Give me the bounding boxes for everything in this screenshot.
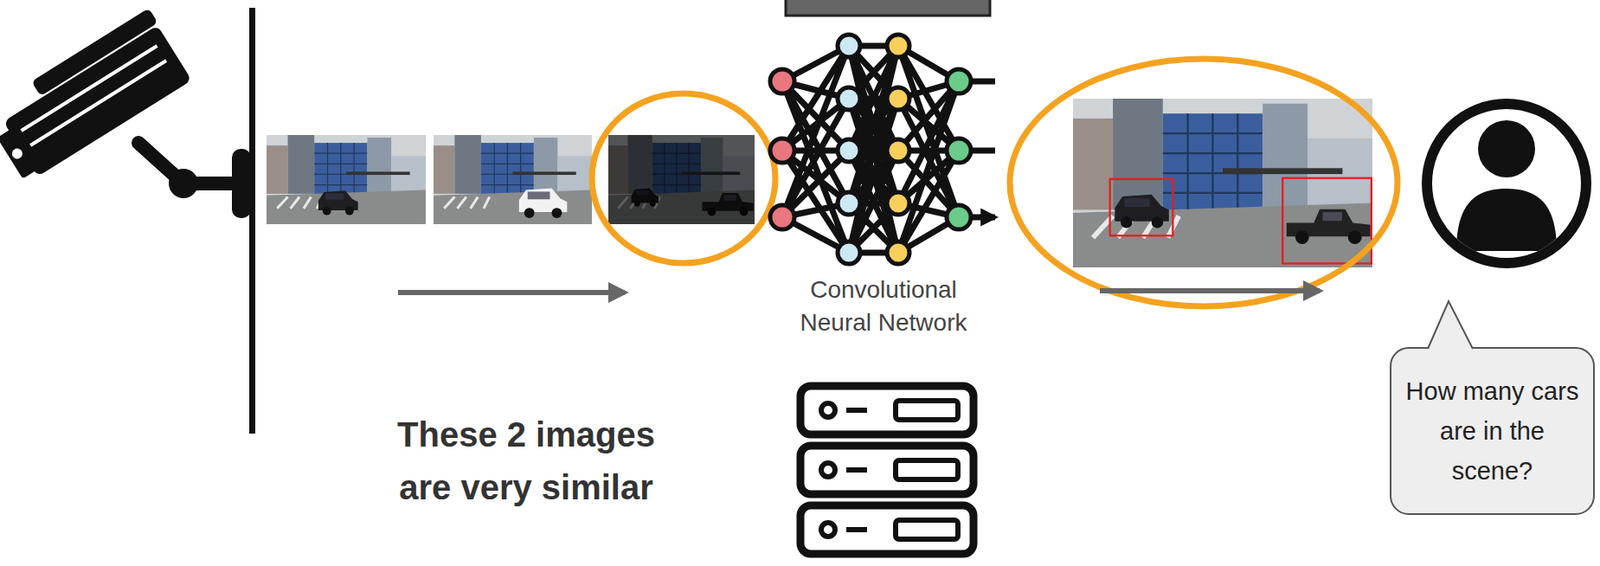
person-icon (1426, 103, 1587, 264)
note-text: These 2 images are very similar (370, 408, 682, 515)
frame-image (266, 134, 426, 225)
frame-image-dark (608, 134, 755, 225)
highlight-ellipse (591, 93, 776, 264)
flow-arrow (398, 289, 625, 296)
detection-image (1073, 98, 1373, 268)
speech-bubble: How many cars are in the scene? (1389, 346, 1595, 515)
frame-image (433, 134, 592, 225)
wall-line (249, 7, 256, 434)
server-icon (800, 385, 974, 554)
node-text: How many cars are in the scene? (1401, 371, 1583, 491)
camera-icon (0, 7, 251, 219)
flow-arrow (1099, 288, 1320, 294)
highlight-ellipse (1009, 58, 1398, 307)
network-caption: Convolutional Neural Network (775, 273, 992, 340)
neural-network-icon (770, 0, 996, 264)
